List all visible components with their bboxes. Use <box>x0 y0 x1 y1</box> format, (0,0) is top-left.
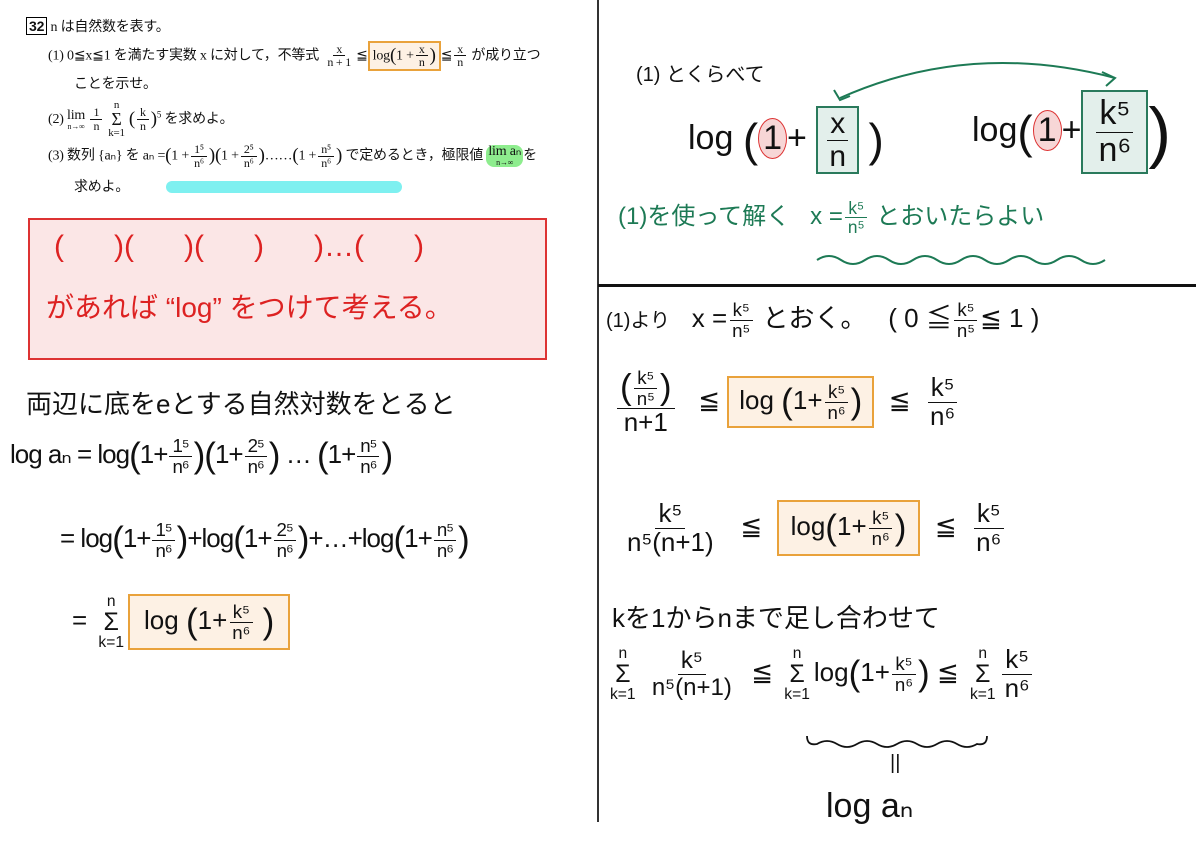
compare-heading: (1) とくらべて <box>636 64 765 86</box>
one-circled: 1 <box>1032 110 1062 152</box>
problem-statement: 32 n は自然数を表す。 (1) 0≦x≦1 を満たす実数 x に対して，不等… <box>26 17 541 196</box>
q1-text: 0≦x≦1 を満たす実数 x に対して，不等式 <box>67 48 320 64</box>
wavy-underline <box>816 255 1106 265</box>
problem-number: 32 <box>26 17 48 35</box>
equals-vertical: || <box>890 752 901 774</box>
cyan-underline <box>166 181 402 194</box>
wavy-brace <box>806 735 988 748</box>
tip-parens: ( )( )( ) )…( ) <box>54 230 424 263</box>
horizontal-divider <box>598 284 1196 287</box>
tip-text: があれば “log” をつけて考える。 <box>46 292 453 323</box>
tip-box: ( )( )( ) )…( ) があれば “log” をつけて考える。 <box>28 218 547 360</box>
sum-instruction: kを1からnまで足し合わせて <box>612 603 940 633</box>
log-an-result: log aₙ <box>826 787 914 825</box>
derivation-heading: 両辺に底をeとする自然対数をとると <box>26 389 456 419</box>
vertical-divider <box>597 0 599 822</box>
q1-label: (1) <box>48 48 64 64</box>
one-circled: 1 <box>758 117 788 159</box>
q1-text-cont: ことを示せ。 <box>74 76 157 92</box>
compare-arrow <box>833 61 1117 102</box>
problem-intro: n は自然数を表す。 <box>50 20 170 35</box>
problem-header: 32 n は自然数を表す。 <box>26 17 540 37</box>
